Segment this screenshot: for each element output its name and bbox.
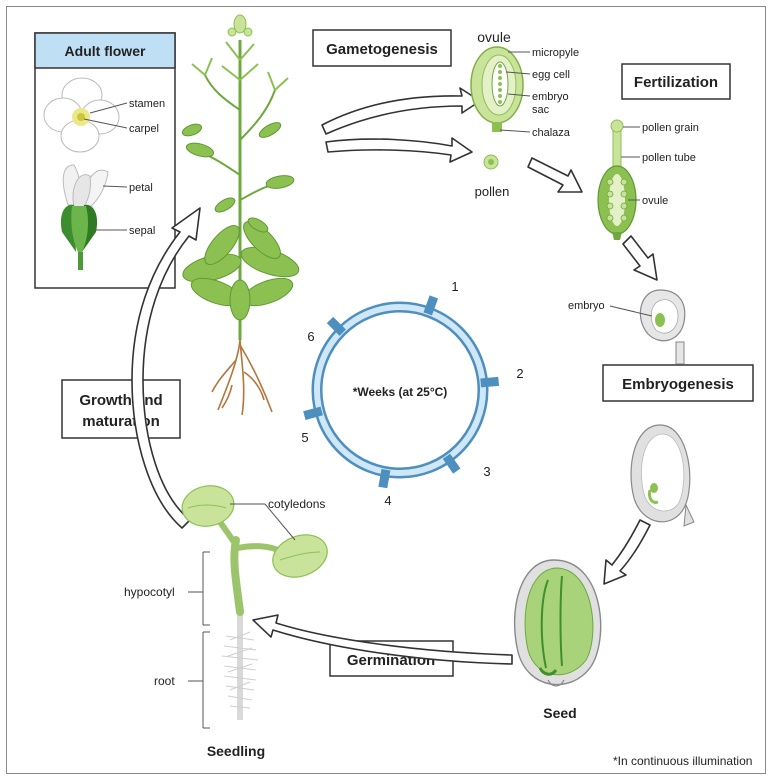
seedling-title: Seedling — [207, 743, 265, 759]
stage-fertilization: Fertilization — [622, 64, 730, 99]
adult-flower-panel: Adult flower stamen carpel petal sepal — [35, 33, 175, 288]
week-1-label: 1 — [451, 279, 458, 294]
week-tick-1 — [428, 297, 434, 314]
week-2-label: 2 — [516, 366, 523, 381]
stage-embryogenesis: Embryogenesis — [603, 365, 753, 401]
sepal-label: sepal — [129, 225, 155, 237]
root-label: root — [154, 674, 175, 688]
stage-growth-maturation: Growth and maturation — [62, 380, 180, 438]
maturing-seed — [631, 425, 694, 526]
micropyle-label: micropyle — [532, 47, 579, 59]
embryo-label: embryo — [568, 300, 605, 312]
pollen-tube-label: pollen tube — [642, 152, 696, 164]
week-6-label: 6 — [307, 329, 314, 344]
embryogenesis-label: Embryogenesis — [622, 376, 734, 393]
chalaza-label: chalaza — [532, 127, 571, 139]
adult-flower-title: Adult flower — [65, 43, 146, 59]
week-5-label: 5 — [301, 430, 308, 445]
hypocotyl-label: hypocotyl — [124, 585, 175, 599]
arrow-plant-to-ovule — [322, 88, 480, 134]
week-tick-4 — [383, 470, 386, 488]
fertilization-diagram: pollen grain pollen tube ovule — [598, 120, 699, 240]
pollen-label: pollen — [475, 184, 510, 199]
week-tick-2 — [481, 381, 499, 383]
embryo-sac-label-line1: embryo — [532, 91, 569, 103]
stamen-label: stamen — [129, 98, 165, 110]
growth-label-line2: maturation — [82, 413, 160, 430]
ovule-title: ovule — [477, 29, 511, 45]
pollen-grain-label: pollen grain — [642, 122, 699, 134]
footnote: *In continuous illumination — [613, 754, 752, 768]
week-tick-6 — [330, 320, 343, 333]
arrow-plant-to-pollen — [326, 138, 472, 162]
carpel-label: carpel — [129, 123, 159, 135]
gametogenesis-label: Gametogenesis — [326, 41, 438, 58]
embryo-sac-label-line2: sac — [532, 104, 550, 116]
cotyledons-label: cotyledons — [268, 497, 325, 511]
week-tick-5 — [304, 411, 321, 416]
mature-seed: Seed — [515, 560, 601, 721]
seedling: cotyledons hypocotyl root Seedling — [124, 482, 333, 759]
stage-gametogenesis: Gametogenesis — [313, 30, 451, 66]
fertilization-ovule-label: ovule — [642, 195, 668, 207]
fertilization-label: Fertilization — [634, 74, 718, 91]
early-embryo: embryo — [568, 290, 685, 364]
clock-center-label: *Weeks (at 25°C) — [353, 385, 448, 399]
week-4-label: 4 — [384, 493, 391, 508]
seed-label: Seed — [543, 705, 576, 721]
week-3-label: 3 — [483, 464, 490, 479]
petal-label: petal — [129, 182, 153, 194]
arrow-fertilization-to-embryo — [623, 236, 657, 280]
arrow-pollen-to-fertilization — [528, 158, 582, 192]
egg-cell-label: egg cell — [532, 69, 570, 81]
arrow-embryogenesis-to-seed — [604, 520, 650, 584]
weeks-clock: *Weeks (at 25°C) 1 2 3 4 5 6 — [301, 279, 523, 508]
growth-label-line1: Growth and — [79, 392, 162, 409]
